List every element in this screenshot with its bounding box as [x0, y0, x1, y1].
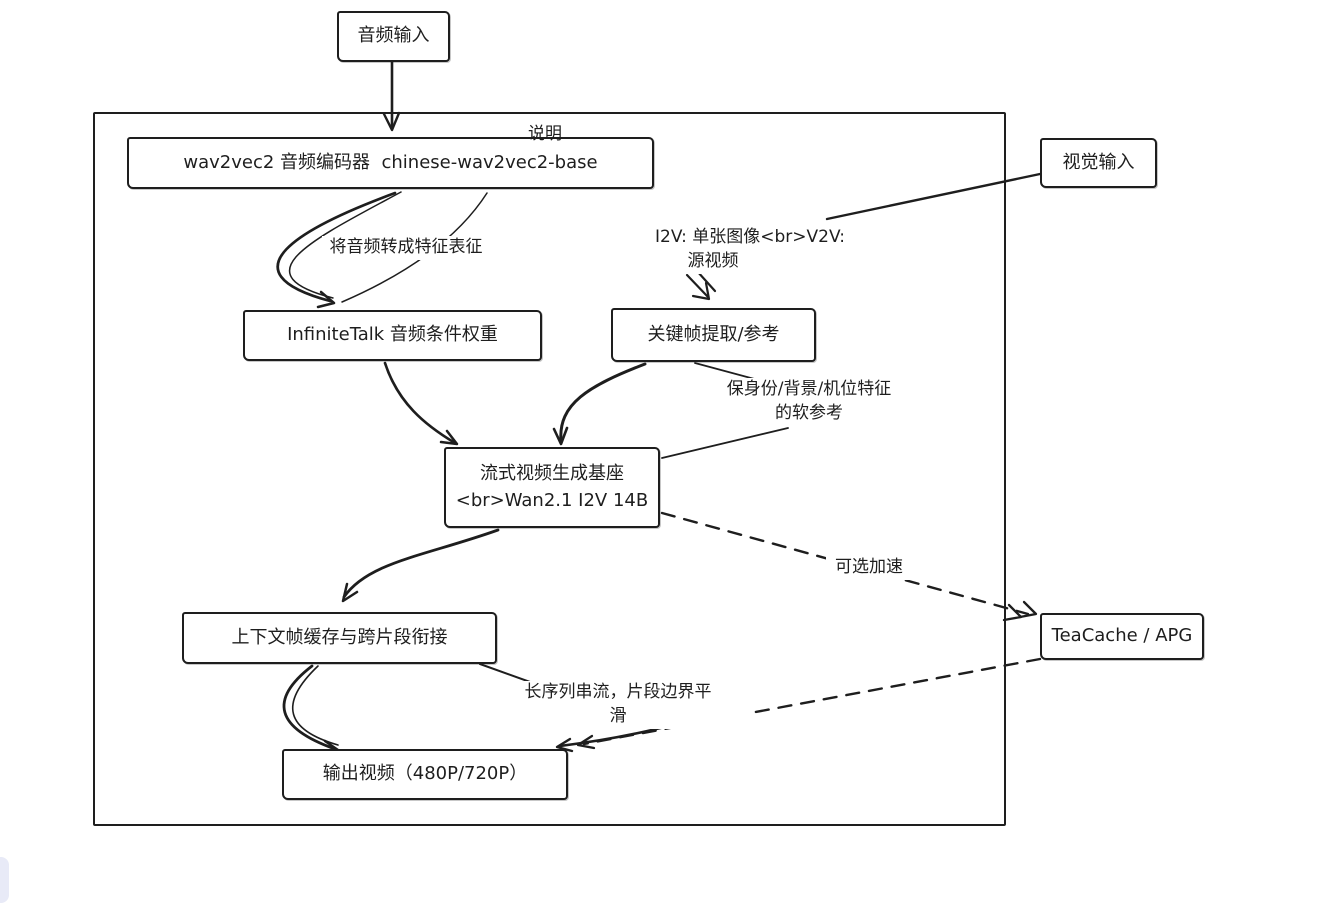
edge-label-long-stream: 长序列串流，片段边界平 滑 [488, 681, 748, 729]
edge-base-to-context [342, 528, 500, 599]
node-stream-video-base: 流式视频生成基座 <br>Wan2.1 I2V 14B [444, 447, 660, 528]
arrowhead [439, 429, 459, 446]
arrowhead [576, 734, 596, 750]
arrowhead [382, 111, 401, 132]
edge-label-audio-features: 将音频转成特征表征 [322, 236, 490, 260]
node-visual-input: 视觉输入 [1040, 138, 1157, 188]
edge-sketch-stroke [291, 665, 339, 746]
edge-keyframe-to-base [559, 362, 647, 443]
edge-teacache-to-output-dashed [582, 657, 1042, 746]
leader-base-softref [661, 427, 789, 459]
node-context-frame-cache: 上下文帧缓存与跨片段衔接 [182, 612, 497, 664]
corner-toolbar-fragment[interactable] [0, 857, 9, 903]
arrowhead [691, 281, 711, 301]
edge-infinitetalk-to-base [383, 361, 457, 445]
edge-label-optional-accel: 可选加速 [826, 556, 912, 580]
arrowhead [552, 426, 569, 446]
node-wav2vec2-encoder: wav2vec2 音频编码器 chinese-wav2vec2-base [127, 137, 654, 189]
arrowhead [341, 582, 359, 603]
arrowhead [1002, 603, 1023, 622]
edge-visual-to-modes [825, 172, 1042, 221]
edge-label-visual-modes-line2: 源视频 [657, 250, 769, 274]
edge-sketch-stroke [288, 191, 402, 299]
edge-wav2vec-to-infinitetalk [276, 191, 397, 303]
legend-container-label: 说明 [528, 124, 562, 144]
node-audio-input: 音频输入 [337, 11, 450, 62]
arrowhead [1018, 600, 1038, 619]
node-infinitetalk-weights: InfiniteTalk 音频条件权重 [243, 310, 542, 361]
arrowhead [316, 290, 336, 309]
edge-sketch-stroke [695, 269, 717, 293]
edge-context-to-output [282, 664, 337, 751]
edge-modes-to-keyframe [685, 273, 710, 299]
arrowhead [555, 737, 574, 753]
legend-container [93, 112, 1006, 826]
edge-label-visual-modes-line1: I2V: 单张图像<br>V2V: [600, 226, 900, 250]
node-keyframe-extract: 关键帧提取/参考 [611, 308, 816, 362]
node-output-video: 输出视频（480P/720P） [282, 749, 568, 800]
node-teacache-apg: TeaCache / APG [1040, 613, 1204, 660]
edge-label-soft-reference: 保身份/背景/机位特征 的软参考 [690, 378, 928, 426]
